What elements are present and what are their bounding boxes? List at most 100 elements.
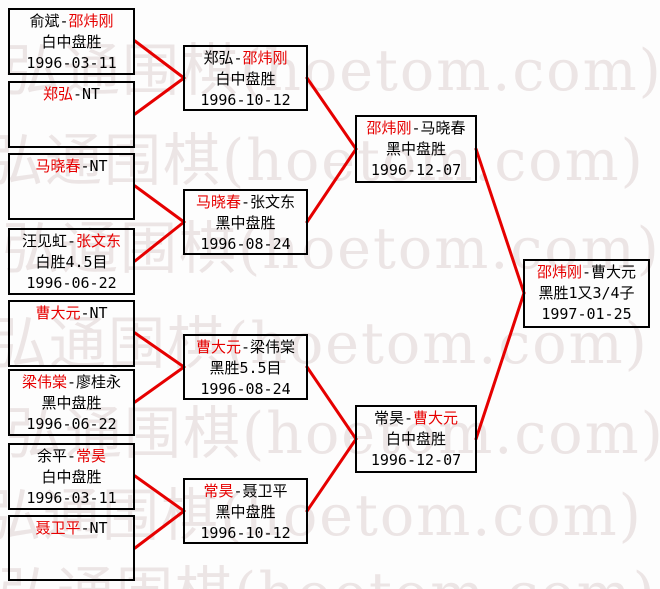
match-box-r1-m6: 梁伟棠-廖桂永 黑中盘胜 1996-06-22 (8, 369, 135, 436)
match-box-sf-m1: 邵炜刚-马晓春 黑中盘胜 1996-12-07 (355, 115, 477, 183)
match-date: 1996-10-12 (200, 91, 291, 109)
match-date: 1996-08-24 (200, 380, 291, 398)
players-separator: - (80, 157, 90, 175)
player1-name: 聂卫平 (35, 519, 81, 537)
match-box-r2-m2: 马晓春-张文东 黑中盘胜 1996-08-24 (183, 189, 308, 255)
player2-name: 张文东 (250, 193, 296, 211)
player1-name: 马晓春 (35, 157, 81, 175)
match-players: 曹大元-NT (10, 303, 133, 324)
player2-name: 梁伟棠 (250, 338, 296, 356)
match-box-r2-m3: 曹大元-梁伟棠 黑胜5.5目 1996-08-24 (183, 334, 308, 400)
match-box-r1-m7: 余平-常昊 白中盘胜 1996-03-11 (8, 443, 135, 510)
match-date: 1996-12-07 (370, 161, 462, 179)
match-players: 汪见虹-张文东 (10, 231, 133, 252)
player2-name: NT (81, 85, 101, 103)
player2-name: 曹大元 (591, 263, 637, 281)
player1-name: 汪见虹 (21, 232, 67, 250)
match-players: 曹大元-梁伟棠 (185, 337, 306, 358)
player1-name: 郑弘 (203, 49, 234, 67)
player2-name: 张文东 (76, 232, 122, 250)
players-separator: - (72, 85, 82, 103)
match-players: 郑弘-NT (10, 84, 133, 105)
match-result (10, 105, 133, 126)
match-box-r2-m4: 常昊-聂卫平 黑中盘胜 1996-10-12 (183, 478, 308, 544)
player2-name: 邵炜刚 (242, 49, 288, 67)
match-date: 1996-06-22 (26, 274, 117, 292)
match-date (10, 126, 133, 147)
player1-name: 邵炜刚 (366, 119, 412, 137)
match-players: 常昊-聂卫平 (185, 481, 306, 502)
player1-name: 余平 (36, 447, 67, 465)
match-box-r1-m5: 曹大元-NT (8, 300, 135, 367)
match-box-sf-m2: 常昊-曹大元 白中盘胜 1996-12-07 (355, 405, 477, 473)
match-players: 常昊-曹大元 (357, 408, 475, 429)
player1-name: 郑弘 (42, 85, 73, 103)
match-result: 白中盘胜 (215, 70, 276, 88)
match-date (10, 560, 133, 581)
match-box-r1-m3: 马晓春-NT (8, 153, 135, 220)
player1-name: 俞斌 (29, 12, 60, 30)
player2-name: 曹大元 (413, 409, 459, 427)
player2-name: 聂卫平 (242, 482, 288, 500)
match-box-r1-m8: 聂卫平-NT (8, 515, 135, 581)
match-date: 1996-06-22 (26, 415, 117, 433)
player1-name: 邵炜刚 (536, 263, 582, 281)
players-separator: - (59, 12, 69, 30)
match-date: 1997-01-25 (541, 305, 632, 323)
match-result: 黑胜1又3/4子 (538, 284, 635, 302)
player2-name: NT (89, 157, 108, 175)
match-players: 邵炜刚-曹大元 (525, 262, 648, 283)
match-box-final: 邵炜刚-曹大元 黑胜1又3/4子 1997-01-25 (523, 259, 650, 328)
players-separator: - (403, 409, 414, 427)
player2-name: 马晓春 (420, 119, 466, 137)
players-separator: - (80, 304, 90, 322)
match-result: 黑中盘胜 (41, 394, 102, 412)
match-date: 1996-10-12 (200, 524, 291, 542)
players-separator: - (411, 119, 421, 137)
match-result: 黑中盘胜 (215, 214, 276, 232)
player1-name: 曹大元 (35, 304, 81, 322)
match-date (10, 345, 133, 366)
player2-name: 常昊 (76, 447, 107, 465)
match-result (10, 324, 133, 345)
match-players: 梁伟棠-廖桂永 (10, 372, 133, 393)
match-box-r1-m2: 郑弘-NT (8, 81, 135, 148)
match-players: 马晓春-张文东 (185, 192, 306, 213)
match-date: 1996-03-11 (26, 54, 117, 72)
match-date: 1996-03-11 (26, 489, 117, 507)
match-players: 聂卫平-NT (10, 518, 133, 539)
player1-name: 曹大元 (195, 338, 241, 356)
match-result (10, 177, 133, 198)
players-separator: - (66, 447, 77, 465)
players-separator: - (240, 338, 251, 356)
player1-name: 梁伟棠 (21, 373, 67, 391)
match-result: 黑胜5.5目 (209, 359, 282, 377)
match-box-r1-m1: 俞斌-邵炜刚 白中盘胜 1996-03-11 (8, 8, 135, 75)
match-players: 余平-常昊 (10, 446, 133, 467)
match-result (10, 539, 133, 560)
match-box-r1-m4: 汪见虹-张文东 白胜4.5目 1996-06-22 (8, 228, 135, 295)
player1-name: 马晓春 (195, 193, 241, 211)
players-separator: - (233, 482, 243, 500)
match-result: 白中盘胜 (41, 468, 102, 486)
players-separator: - (66, 373, 77, 391)
match-date (10, 198, 133, 219)
player2-name: NT (89, 519, 108, 537)
match-box-r2-m1: 郑弘-邵炜刚 白中盘胜 1996-10-12 (183, 45, 308, 111)
match-date: 1996-08-24 (200, 235, 291, 253)
match-players: 俞斌-邵炜刚 (10, 11, 133, 32)
match-players: 邵炜刚-马晓春 (357, 118, 475, 139)
match-result: 白中盘胜 (41, 33, 102, 51)
player2-name: 邵炜刚 (68, 12, 114, 30)
match-result: 黑中盘胜 (385, 140, 446, 158)
match-date: 1996-12-07 (370, 451, 462, 469)
match-result: 白胜4.5目 (35, 253, 108, 271)
player1-name: 常昊 (373, 409, 404, 427)
match-result: 白中盘胜 (385, 430, 446, 448)
player1-name: 常昊 (203, 482, 234, 500)
match-players: 郑弘-邵炜刚 (185, 48, 306, 69)
players-separator: - (581, 263, 592, 281)
match-players: 马晓春-NT (10, 156, 133, 177)
